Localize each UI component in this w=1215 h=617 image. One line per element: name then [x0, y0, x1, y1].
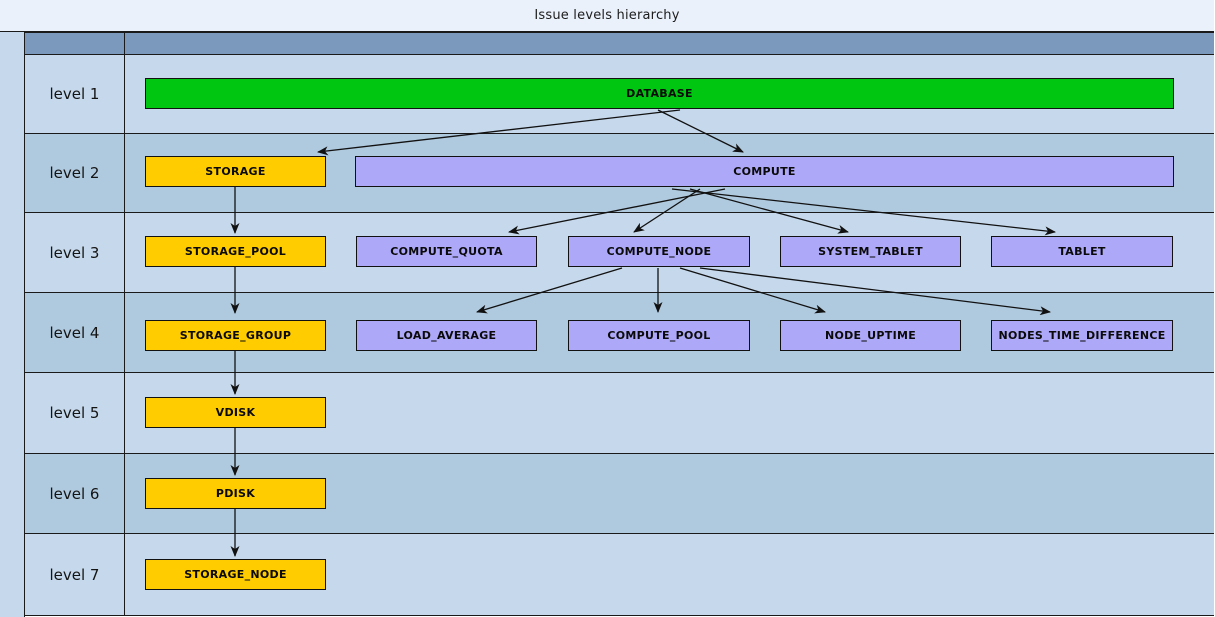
node-tablet[interactable]: TABLET [991, 236, 1173, 267]
row-label-level-2: level 2 [25, 134, 125, 212]
page-title: Issue levels hierarchy [534, 8, 680, 23]
row-label-level-3: level 3 [25, 213, 125, 292]
node-compute-node[interactable]: COMPUTE_NODE [568, 236, 750, 267]
node-compute-quota[interactable]: COMPUTE_QUOTA [356, 236, 537, 267]
node-system-tablet[interactable]: SYSTEM_TABLET [780, 236, 961, 267]
node-vdisk[interactable]: VDISK [145, 397, 326, 428]
header-cell-content [125, 33, 1214, 54]
node-storage[interactable]: STORAGE [145, 156, 326, 187]
row-label-level-4: level 4 [25, 293, 125, 372]
node-database[interactable]: DATABASE [145, 78, 1174, 109]
row-label-level-1: level 1 [25, 55, 125, 133]
node-load-average[interactable]: LOAD_AVERAGE [356, 320, 537, 351]
table-header-row [25, 32, 1214, 55]
node-pdisk[interactable]: PDISK [145, 478, 326, 509]
node-node-uptime[interactable]: NODE_UPTIME [780, 320, 961, 351]
node-storage-pool[interactable]: STORAGE_POOL [145, 236, 326, 267]
node-nodes-time-difference[interactable]: NODES_TIME_DIFFERENCE [991, 320, 1173, 351]
node-storage-node[interactable]: STORAGE_NODE [145, 559, 326, 590]
row-label-level-6: level 6 [25, 454, 125, 533]
node-compute[interactable]: COMPUTE [355, 156, 1174, 187]
diagram-title-bar: Issue levels hierarchy [0, 0, 1214, 32]
row-label-level-5: level 5 [25, 373, 125, 453]
node-storage-group[interactable]: STORAGE_GROUP [145, 320, 326, 351]
header-cell-level [25, 33, 125, 54]
node-compute-pool[interactable]: COMPUTE_POOL [568, 320, 750, 351]
left-gutter [0, 32, 25, 617]
row-label-level-7: level 7 [25, 534, 125, 615]
